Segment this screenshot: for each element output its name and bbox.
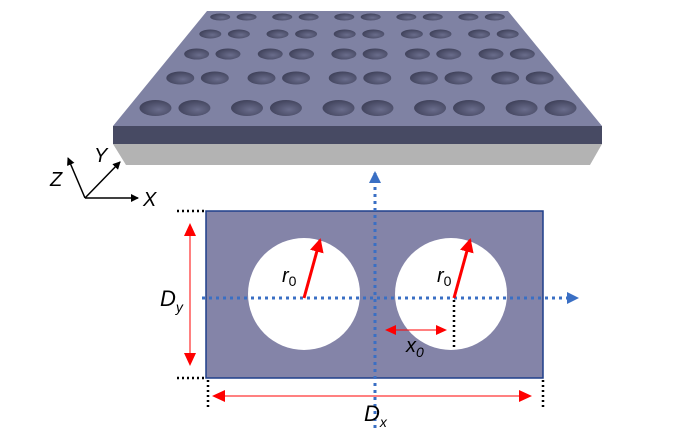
slab-hole (363, 71, 392, 85)
slab-hole (400, 29, 423, 39)
slab-hole (505, 100, 538, 116)
slab-hole (166, 71, 195, 85)
slab-hole (257, 48, 283, 60)
slab-hole (231, 100, 263, 116)
slab-hole (227, 29, 250, 39)
z-axis-arrow (67, 157, 86, 199)
slab-hole (444, 71, 473, 85)
slab-hole (247, 71, 276, 85)
slab-hole (295, 29, 318, 39)
slab-hole (236, 13, 257, 21)
slab-hole (484, 13, 505, 21)
coordinate-axes: X Y Z (49, 145, 157, 211)
slab-hole (269, 100, 302, 116)
slab-hole (491, 71, 520, 85)
slab-hole (453, 100, 485, 116)
slab-top (113, 11, 602, 126)
slab-hole (360, 13, 381, 21)
slab-hole (266, 29, 289, 39)
slab-hole (200, 71, 229, 85)
slab-hole (184, 48, 210, 60)
dy-label: Dy (160, 286, 184, 315)
slab-hole (289, 48, 315, 60)
x0-label: x0 (405, 335, 424, 360)
slab-hole (468, 29, 491, 39)
slab-hole (178, 100, 211, 116)
radius-arrow-right (452, 238, 474, 299)
slab-hole (544, 100, 577, 116)
slab-hole (509, 48, 535, 60)
slab-hole (429, 29, 452, 39)
slab-hole (404, 48, 430, 60)
hole-array (139, 13, 577, 116)
slab-hole (298, 13, 319, 21)
y-axis-arrow (84, 161, 121, 199)
substrate-layer (113, 144, 602, 165)
slab-hole (422, 13, 443, 21)
y-axis-label: Y (94, 145, 109, 167)
z-axis-label: Z (49, 169, 63, 191)
slab-hole (525, 71, 554, 85)
radius-arrow-left (302, 238, 324, 299)
slab-hole (215, 48, 241, 60)
photonic-slab-3d (113, 11, 602, 165)
slab-hole (322, 100, 355, 116)
slab-hole (436, 48, 462, 60)
slab-hole (396, 13, 417, 21)
hole-right (395, 238, 507, 350)
slab-hole (331, 48, 357, 60)
slab-hole (333, 29, 356, 39)
slab-hole (272, 13, 293, 21)
x-axis-label: X (142, 189, 157, 211)
slab-hole (362, 29, 385, 39)
slab-hole (328, 71, 357, 85)
slab-hole (139, 100, 172, 116)
slab-hole (496, 29, 519, 39)
r0-left-label: r0 (282, 265, 297, 289)
extension-lines (177, 209, 545, 410)
slab-hole (409, 71, 438, 85)
unit-cell: r0 r0 x0 Dy Dx (160, 171, 579, 430)
slab-side (113, 126, 602, 144)
slab-hole (361, 100, 394, 116)
slab-hole (334, 13, 355, 21)
slab-hole (478, 48, 504, 60)
slab-hole (210, 13, 231, 21)
slab-hole (199, 29, 222, 39)
r0-right-label: r0 (437, 265, 452, 289)
slab-hole (414, 100, 447, 116)
slab-hole (362, 48, 388, 60)
dx-label: Dx (364, 401, 388, 430)
slab-hole (282, 71, 311, 85)
slab-hole (458, 13, 479, 21)
